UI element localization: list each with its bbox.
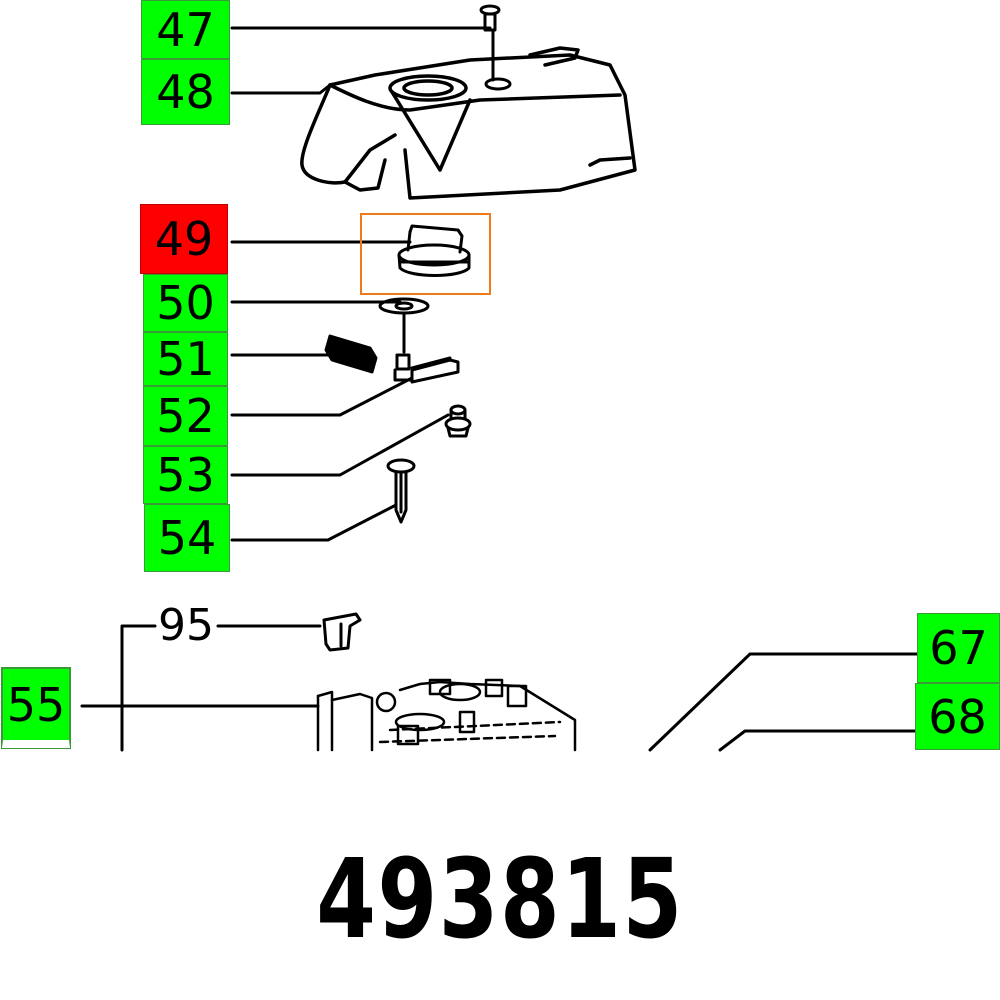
parts-drawing [80, 4, 920, 752]
lever-52-icon [393, 353, 460, 384]
knob-49-icon [397, 224, 471, 277]
housing-cover-48-icon [300, 46, 637, 200]
leader-line-52 [230, 376, 414, 417]
callout-95-text[interactable]: 95 [158, 600, 214, 651]
spring-51-icon [324, 334, 378, 374]
selected-part-highlight [360, 213, 491, 295]
callout-52[interactable]: 52 [143, 386, 228, 446]
callout-68[interactable]: 68 [915, 683, 1000, 750]
washer-50-icon [378, 297, 430, 354]
callout-55[interactable]: 55 [1, 667, 71, 749]
pin-54-icon [386, 458, 416, 524]
clip-95-icon [322, 612, 362, 652]
leader-line-95-bracket [120, 624, 157, 752]
callout-50[interactable]: 50 [143, 274, 228, 332]
part-number: 493815 [316, 835, 684, 963]
leader-line-48 [230, 83, 332, 95]
callout-54[interactable]: 54 [144, 504, 230, 572]
callout-67[interactable]: 67 [917, 613, 1000, 683]
screw-47-icon [479, 4, 512, 91]
leader-line-53 [230, 413, 450, 477]
callout-48[interactable]: 48 [141, 59, 230, 125]
callout-49-selected[interactable]: 49 [140, 204, 228, 274]
callout-51[interactable]: 51 [143, 332, 228, 386]
callout-47[interactable]: 47 [141, 0, 230, 59]
leader-line-68 [718, 729, 920, 752]
nut-53-icon [444, 404, 472, 438]
leader-line-54 [230, 503, 398, 542]
module-55-icon [316, 678, 577, 752]
callout-53[interactable]: 53 [143, 446, 228, 504]
leader-line-67 [648, 652, 920, 752]
